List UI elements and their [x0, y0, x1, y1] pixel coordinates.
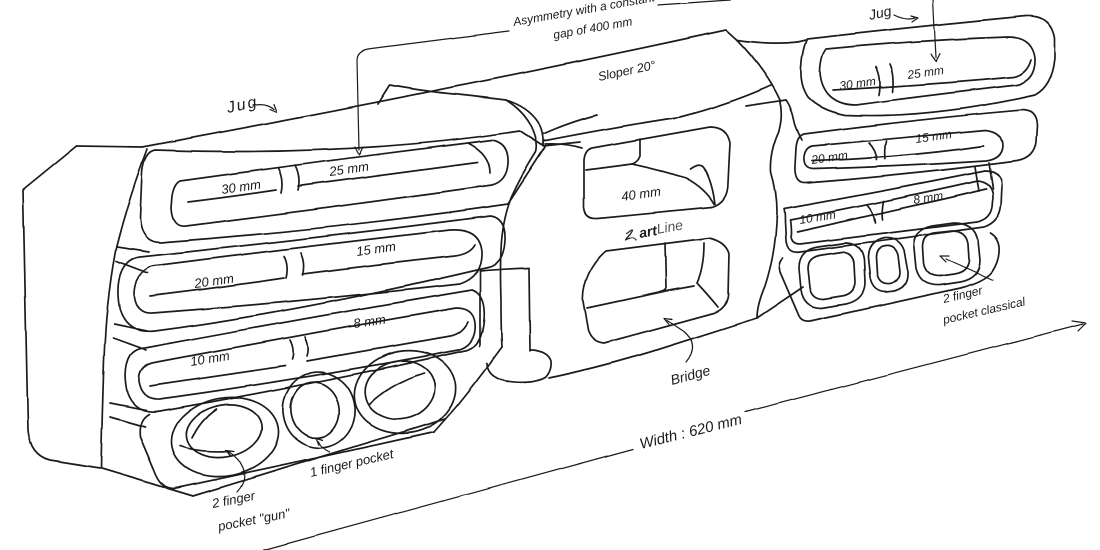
svg-text:25 mm: 25 mm [905, 63, 944, 82]
svg-text:40 mm: 40 mm [620, 184, 662, 204]
svg-text:Jug: Jug [224, 94, 260, 117]
svg-text:15 mm: 15 mm [355, 239, 397, 259]
svg-text:20 mm: 20 mm [809, 148, 848, 167]
svg-text:8 mm: 8 mm [912, 188, 944, 207]
svg-text:Sloper 20°: Sloper 20° [597, 58, 657, 84]
svg-text:30 mm: 30 mm [838, 74, 876, 93]
svg-text:20 mm: 20 mm [192, 271, 235, 292]
svg-text:10 mm: 10 mm [189, 348, 231, 369]
svg-text:Width : 620 mm: Width : 620 mm [638, 411, 744, 453]
svg-text:Jug: Jug [866, 3, 893, 24]
svg-text:10 mm: 10 mm [798, 207, 836, 227]
svg-text:30 mm: 30 mm [220, 177, 262, 197]
svg-text:25 mm: 25 mm [327, 159, 370, 180]
svg-text:2 finger: 2 finger [210, 488, 257, 511]
svg-text:Bridge: Bridge [669, 362, 712, 388]
svg-text:2 finger: 2 finger [941, 283, 985, 306]
svg-text:8 mm: 8 mm [352, 312, 386, 331]
svg-text:15 mm: 15 mm [914, 127, 952, 146]
svg-text:artLine: artLine [638, 216, 685, 240]
svg-text:pocket "gun": pocket "gun" [216, 505, 293, 534]
